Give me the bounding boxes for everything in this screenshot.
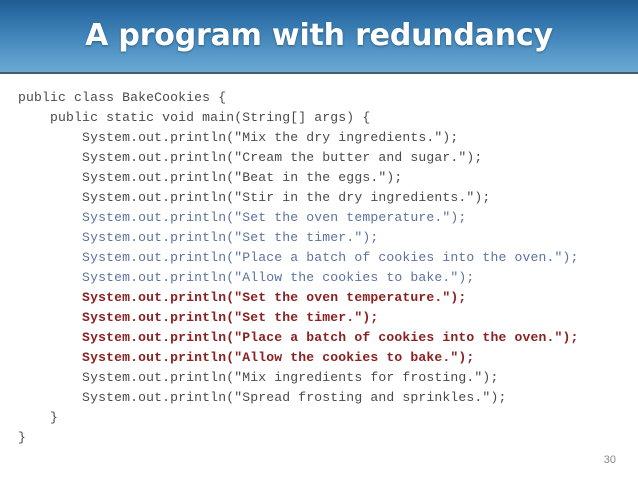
code-line: System.out.println("Mix ingredients for … (18, 370, 499, 385)
code-line: } (18, 410, 59, 425)
page-title: A program with redundancy (85, 17, 553, 53)
code-line: System.out.println("Stir in the dry ingr… (18, 190, 491, 205)
code-line: System.out.println("Mix the dry ingredie… (18, 130, 459, 145)
page-number: 30 (603, 454, 616, 466)
code-line: } (18, 430, 27, 445)
title-banner: A program with redundancy (0, 0, 638, 74)
code-line: System.out.println("Beat in the eggs."); (18, 170, 403, 185)
code-line: public class BakeCookies { (18, 90, 227, 105)
code-line: System.out.println("Allow the cookies to… (18, 270, 475, 285)
code-line: System.out.println("Place a batch of coo… (18, 330, 579, 345)
code-line: System.out.println("Set the timer."); (18, 230, 379, 245)
code-line: System.out.println("Place a batch of coo… (18, 250, 579, 265)
code-block: public class BakeCookies { public static… (18, 88, 624, 448)
code-line: System.out.println("Set the oven tempera… (18, 210, 467, 225)
code-line: System.out.println("Set the oven tempera… (18, 290, 467, 305)
code-line: public static void main(String[] args) { (18, 110, 371, 125)
code-line: System.out.println("Spread frosting and … (18, 390, 507, 405)
code-line: System.out.println("Cream the butter and… (18, 150, 483, 165)
code-line: System.out.println("Allow the cookies to… (18, 350, 475, 365)
code-line: System.out.println("Set the timer."); (18, 310, 379, 325)
